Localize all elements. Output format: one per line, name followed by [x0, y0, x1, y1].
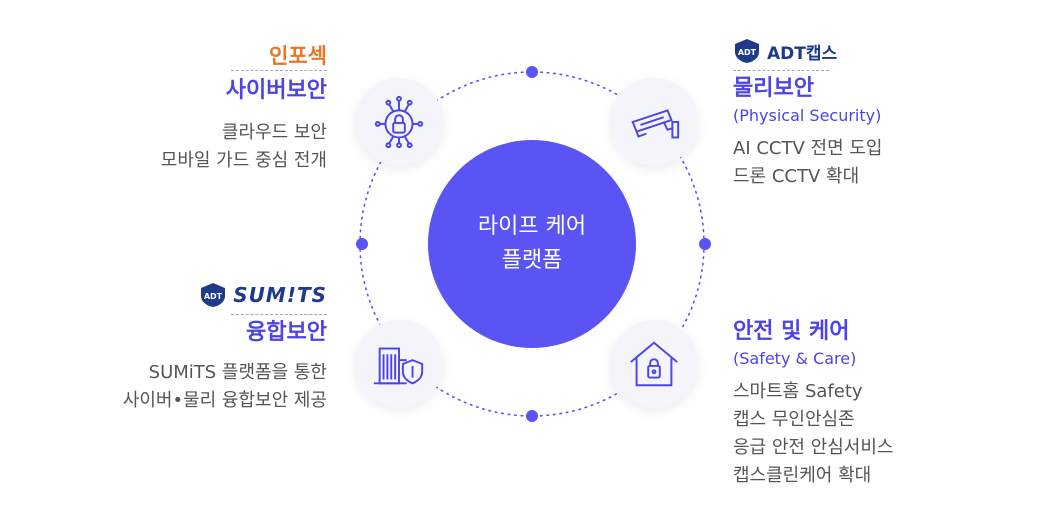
center-platform-circle: 라이프 케어 플랫폼: [428, 140, 636, 348]
safety-title: 안전 및 케어: [733, 319, 850, 344]
cyber-desc-line: 모바일 가드 중심 전개: [160, 150, 327, 171]
safety-node: [610, 320, 698, 408]
converged-node: [355, 320, 443, 408]
cyber-node: [355, 78, 443, 166]
converged-block: ADT SUM!TS 융합보안 SUMiTS 플랫폼을 통한 사이버•물리 융합…: [123, 282, 327, 415]
lock-chip-icon: [374, 95, 424, 149]
cyber-divider: [231, 70, 327, 71]
safety-desc-line: 캡스클린케어 확대: [733, 465, 872, 486]
adt-badge-icon: ADT: [201, 283, 226, 307]
sumits-logo: ADT SUM!TS: [123, 282, 327, 308]
infosec-brand: 인포섹: [269, 44, 327, 68]
adt-badge-icon: ADT: [735, 39, 759, 63]
safety-desc-line: 캡스 무인안심존: [733, 409, 855, 430]
svg-text:ADT: ADT: [738, 48, 757, 57]
converged-description: SUMiTS 플랫폼을 통한 사이버•물리 융합보안 제공: [123, 359, 327, 415]
safety-desc-line: 응급 안전 안심서비스: [733, 437, 894, 458]
physical-desc-line: AI CCTV 전면 도입: [733, 138, 883, 159]
orbit-dot-top: [526, 66, 538, 78]
cyber-block: 인포섹 사이버보안 클라우드 보안 모바일 가드 중심 전개: [161, 42, 327, 175]
sumits-logo-text: SUM!TS: [233, 283, 327, 307]
physical-desc-line: 드론 CCTV 확대: [733, 166, 860, 187]
adt-caps-logo-text: ADT캡스: [767, 43, 838, 64]
converged-desc-line: 사이버•물리 융합보안 제공: [122, 390, 327, 411]
physical-title: 물리보안: [733, 76, 814, 101]
safety-desc-line: 스마트홈 Safety: [733, 381, 863, 402]
physical-subtitle: (Physical Security): [733, 106, 882, 125]
orbit-dot-left: [356, 238, 368, 250]
converged-title: 융합보안: [246, 320, 327, 345]
physical-divider: [733, 70, 829, 71]
building-shield-icon: [373, 347, 424, 385]
safety-block: 안전 및 케어 (Safety & Care) 스마트홈 Safety 캡스 무…: [733, 316, 893, 490]
cyber-title: 사이버보안: [225, 78, 327, 103]
house-lock-icon: [630, 341, 678, 387]
cctv-camera-icon: [631, 109, 680, 139]
center-title-line1: 라이프 케어: [477, 214, 587, 239]
safety-description: 스마트홈 Safety 캡스 무인안심존 응급 안전 안심서비스 캡스클린케어 …: [733, 378, 893, 490]
center-title-line2: 플랫폼: [501, 248, 563, 273]
physical-block: ADT ADT캡스 물리보안 (Physical Security) AI CC…: [733, 38, 882, 191]
safety-subtitle: (Safety & Care): [733, 349, 857, 368]
adt-caps-logo: ADT ADT캡스: [733, 38, 882, 64]
svg-text:ADT: ADT: [204, 292, 223, 301]
physical-node: [610, 78, 698, 166]
cyber-description: 클라우드 보안 모바일 가드 중심 전개: [161, 119, 327, 175]
converged-desc-line: SUMiTS 플랫폼을 통한: [148, 362, 327, 383]
orbit-dot-bottom: [526, 410, 538, 422]
cyber-desc-line: 클라우드 보안: [221, 122, 327, 143]
orbit-dot-right: [699, 238, 711, 250]
converged-divider: [231, 314, 327, 315]
physical-description: AI CCTV 전면 도입 드론 CCTV 확대: [733, 135, 882, 191]
